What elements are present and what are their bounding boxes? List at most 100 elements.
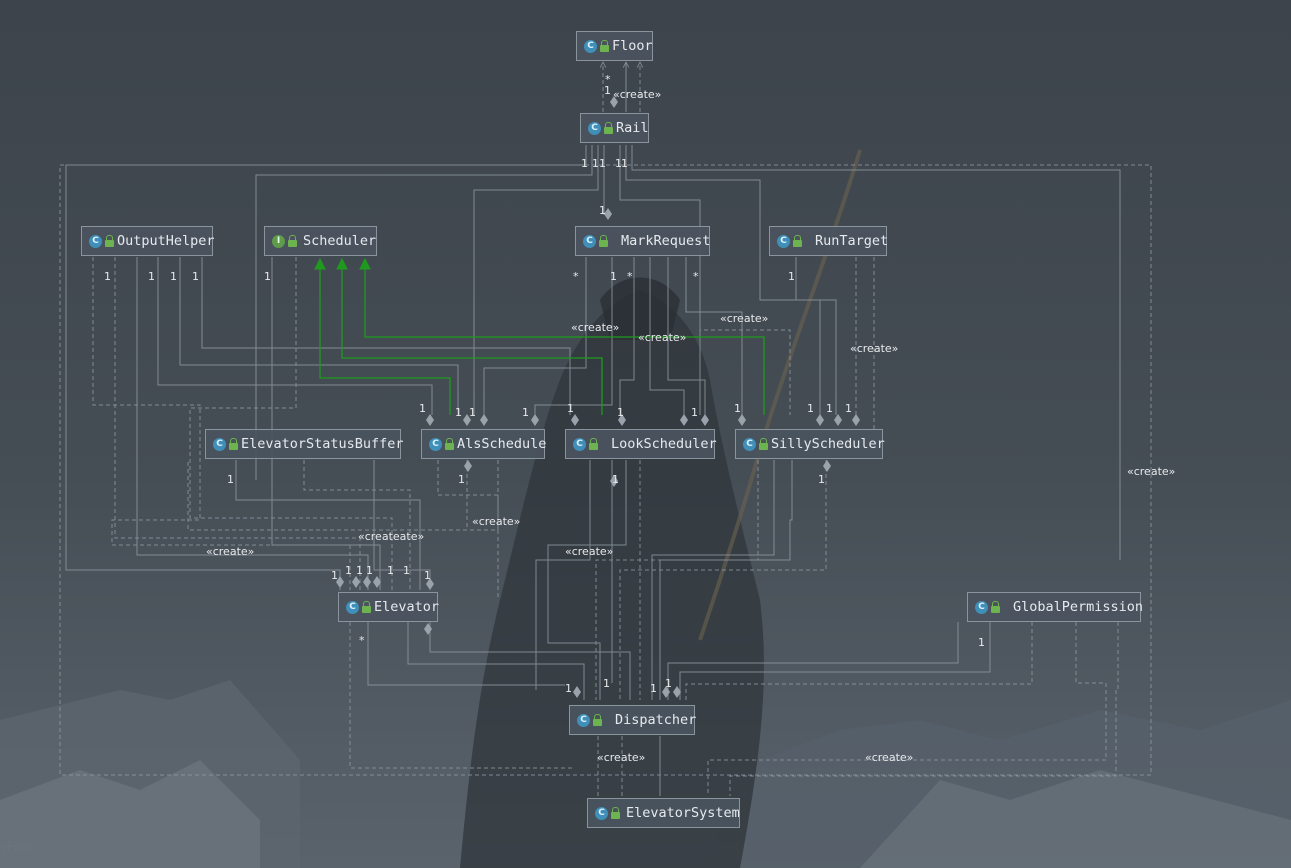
- als-schedule-class-node[interactable]: C AlsSchedule: [421, 429, 547, 459]
- class-name-als-schedule: AlsSchedule: [457, 436, 547, 452]
- global-permission-class-node[interactable]: C GlobalPermission: [967, 592, 1143, 622]
- multiplicity-many: *: [573, 270, 579, 283]
- edge-label-create: «create»: [571, 321, 620, 334]
- edge-label-create: «create»: [1127, 465, 1176, 478]
- multiplicity-one: 1: [366, 564, 373, 577]
- class-icon: C: [777, 234, 790, 248]
- multiplicity-one: 1: [581, 157, 588, 170]
- multiplicity-one: 1: [610, 270, 617, 283]
- mark-request-class-node[interactable]: C MarkRequest: [575, 226, 710, 256]
- public-visibility-icon: [593, 713, 602, 726]
- yfiles-watermark: yFiles: [0, 840, 34, 854]
- multiplicity-many: *: [605, 73, 611, 86]
- interface-name-scheduler: Scheduler: [303, 233, 377, 249]
- run-target-class-node[interactable]: C RunTarget: [769, 226, 889, 256]
- floor-class-node[interactable]: C Floor: [576, 31, 653, 61]
- class-name-run-target: RunTarget: [815, 233, 889, 249]
- edge-label-create: «create»: [850, 342, 899, 355]
- class-icon: C: [577, 713, 590, 727]
- class-icon: C: [975, 600, 988, 614]
- multiplicity-one: 1: [818, 473, 825, 486]
- rail-class-node[interactable]: C Rail: [580, 113, 649, 143]
- class-name-look-scheduler: LookScheduler: [611, 436, 717, 452]
- edge-label-create: «create»: [206, 545, 255, 558]
- public-visibility-icon: [599, 234, 608, 247]
- multiplicity-one: 1: [845, 402, 852, 415]
- multiplicity-one: 1: [455, 406, 462, 419]
- public-visibility-icon: [362, 600, 371, 613]
- multiplicity-one: 1: [264, 270, 271, 283]
- class-name-elevator-system: ElevatorSystem: [626, 805, 740, 821]
- multiplicity-one: 1: [691, 406, 698, 419]
- multiplicity-one: 1: [419, 402, 426, 415]
- public-visibility-icon: [445, 437, 454, 450]
- multiplicity-one: 1: [345, 564, 352, 577]
- output-helper-class-node[interactable]: C OutputHelper: [81, 226, 215, 256]
- edge-label-create: «create»: [865, 751, 914, 764]
- edge-label-create: «create»: [720, 312, 769, 325]
- elevator-system-class-node[interactable]: C ElevatorSystem: [587, 798, 740, 828]
- multiplicity-one: 1: [192, 270, 199, 283]
- multiplicity-one: 1: [807, 402, 814, 415]
- class-icon: C: [89, 234, 102, 248]
- multiplicity-one: 1: [621, 157, 628, 170]
- multiplicity-one: 1: [826, 402, 833, 415]
- multiplicity-one: 1: [788, 270, 795, 283]
- multiplicity-one: 1: [592, 157, 599, 170]
- dispatcher-class-node[interactable]: C Dispatcher: [569, 705, 697, 735]
- multiplicity-one: 1: [650, 682, 657, 695]
- multiplicity-one: 1: [387, 564, 394, 577]
- multiplicity-one: 1: [604, 84, 611, 97]
- multiplicity-one: 1: [331, 569, 338, 582]
- multiplicity-one: 1: [615, 157, 622, 170]
- multiplicity-one: 1: [458, 473, 465, 486]
- public-visibility-icon: [589, 437, 598, 450]
- multiplicity-one: 1: [612, 473, 619, 486]
- multiplicity-one: 1: [469, 406, 476, 419]
- edge-label-create: «create»: [597, 751, 646, 764]
- class-name-floor: Floor: [612, 38, 653, 54]
- class-name-silly-scheduler: SillyScheduler: [771, 436, 885, 452]
- multiplicity-one: 1: [565, 682, 572, 695]
- edge-label-create: «create»: [472, 515, 521, 528]
- class-name-mark-request: MarkRequest: [621, 233, 711, 249]
- public-visibility-icon: [600, 39, 609, 52]
- public-visibility-icon: [793, 234, 802, 247]
- elevator-status-buffer-class-node[interactable]: C ElevatorStatusBuffer: [205, 429, 404, 459]
- class-icon: C: [583, 234, 596, 248]
- public-visibility-icon: [288, 234, 297, 247]
- public-visibility-icon: [611, 806, 620, 819]
- multiplicity-one: 1: [403, 564, 410, 577]
- multiplicity-one: 1: [148, 270, 155, 283]
- class-name-rail: Rail: [616, 120, 649, 136]
- class-name-output-helper: OutputHelper: [117, 233, 215, 249]
- edge-label-create-overlap: «createate»: [358, 530, 425, 543]
- class-icon: C: [584, 39, 597, 53]
- public-visibility-icon: [759, 437, 768, 450]
- public-visibility-icon: [991, 600, 1000, 613]
- multiplicity-one: 1: [522, 406, 529, 419]
- look-scheduler-class-node[interactable]: C LookScheduler: [565, 429, 717, 459]
- multiplicity-many: *: [359, 634, 365, 647]
- multiplicity-one: 1: [356, 564, 363, 577]
- public-visibility-icon: [604, 121, 613, 134]
- multiplicity-one: 1: [599, 204, 606, 217]
- class-icon: C: [595, 806, 608, 820]
- multiplicity-one: 1: [104, 270, 111, 283]
- multiplicity-many: *: [627, 270, 633, 283]
- class-icon: C: [346, 600, 359, 614]
- multiplicity-one: 1: [424, 569, 431, 582]
- class-icon: C: [573, 437, 586, 451]
- multiplicity-one: 1: [617, 406, 624, 419]
- scheduler-interface-node[interactable]: I Scheduler: [264, 226, 377, 256]
- class-icon: C: [213, 437, 226, 451]
- class-icon: C: [429, 437, 442, 451]
- multiplicity-one: 1: [170, 270, 177, 283]
- silly-scheduler-class-node[interactable]: C SillyScheduler: [735, 429, 885, 459]
- class-name-dispatcher: Dispatcher: [615, 712, 697, 728]
- edge-label-create: «create»: [638, 331, 687, 344]
- multiplicity-one: 1: [665, 677, 672, 690]
- elevator-class-node[interactable]: C Elevator: [338, 592, 440, 622]
- class-name-elevator: Elevator: [374, 599, 440, 615]
